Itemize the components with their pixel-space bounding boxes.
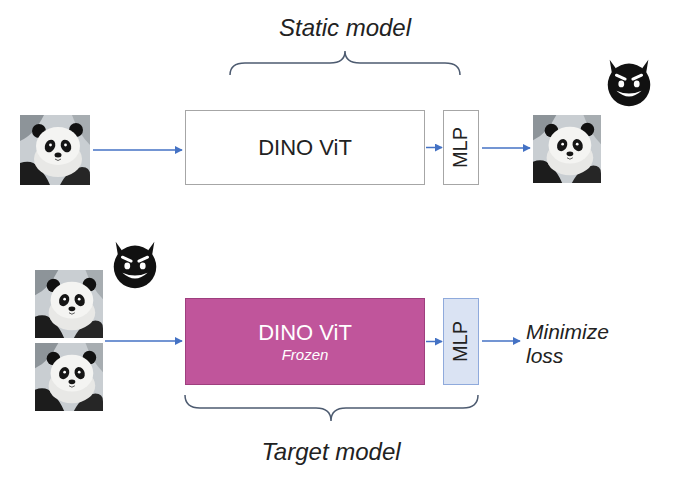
loss-arrow xyxy=(482,340,520,342)
top-brace xyxy=(230,51,460,75)
adversarial-panda-image xyxy=(533,115,601,183)
encoder-box: DINO ViT xyxy=(185,110,425,185)
panda-image xyxy=(20,115,90,185)
devil-icon xyxy=(114,242,157,288)
input-arrow xyxy=(93,149,182,151)
adversarial-panda-image xyxy=(35,270,103,338)
output-arrow xyxy=(482,147,530,149)
bottom-brace xyxy=(185,395,478,421)
node-title: MLP xyxy=(450,127,473,168)
node-note: Frozen xyxy=(282,346,329,363)
node-title: MLP xyxy=(450,321,473,362)
frozen-encoder-box: DINO ViTFrozen xyxy=(185,298,425,385)
mlp-box: MLP xyxy=(443,110,479,185)
flow-arrow xyxy=(426,147,442,149)
group-label: Target model xyxy=(181,438,481,466)
flow-arrow xyxy=(426,341,442,343)
group-label: Static model xyxy=(195,14,495,42)
mlp-box: MLP xyxy=(443,298,479,385)
panda-image xyxy=(35,343,103,411)
node-title: DINO ViT xyxy=(258,135,352,160)
node-title: DINO ViT xyxy=(258,320,352,345)
devil-icon xyxy=(608,60,651,106)
input-arrow xyxy=(105,340,182,342)
loss-label: Minimize loss xyxy=(526,320,636,368)
